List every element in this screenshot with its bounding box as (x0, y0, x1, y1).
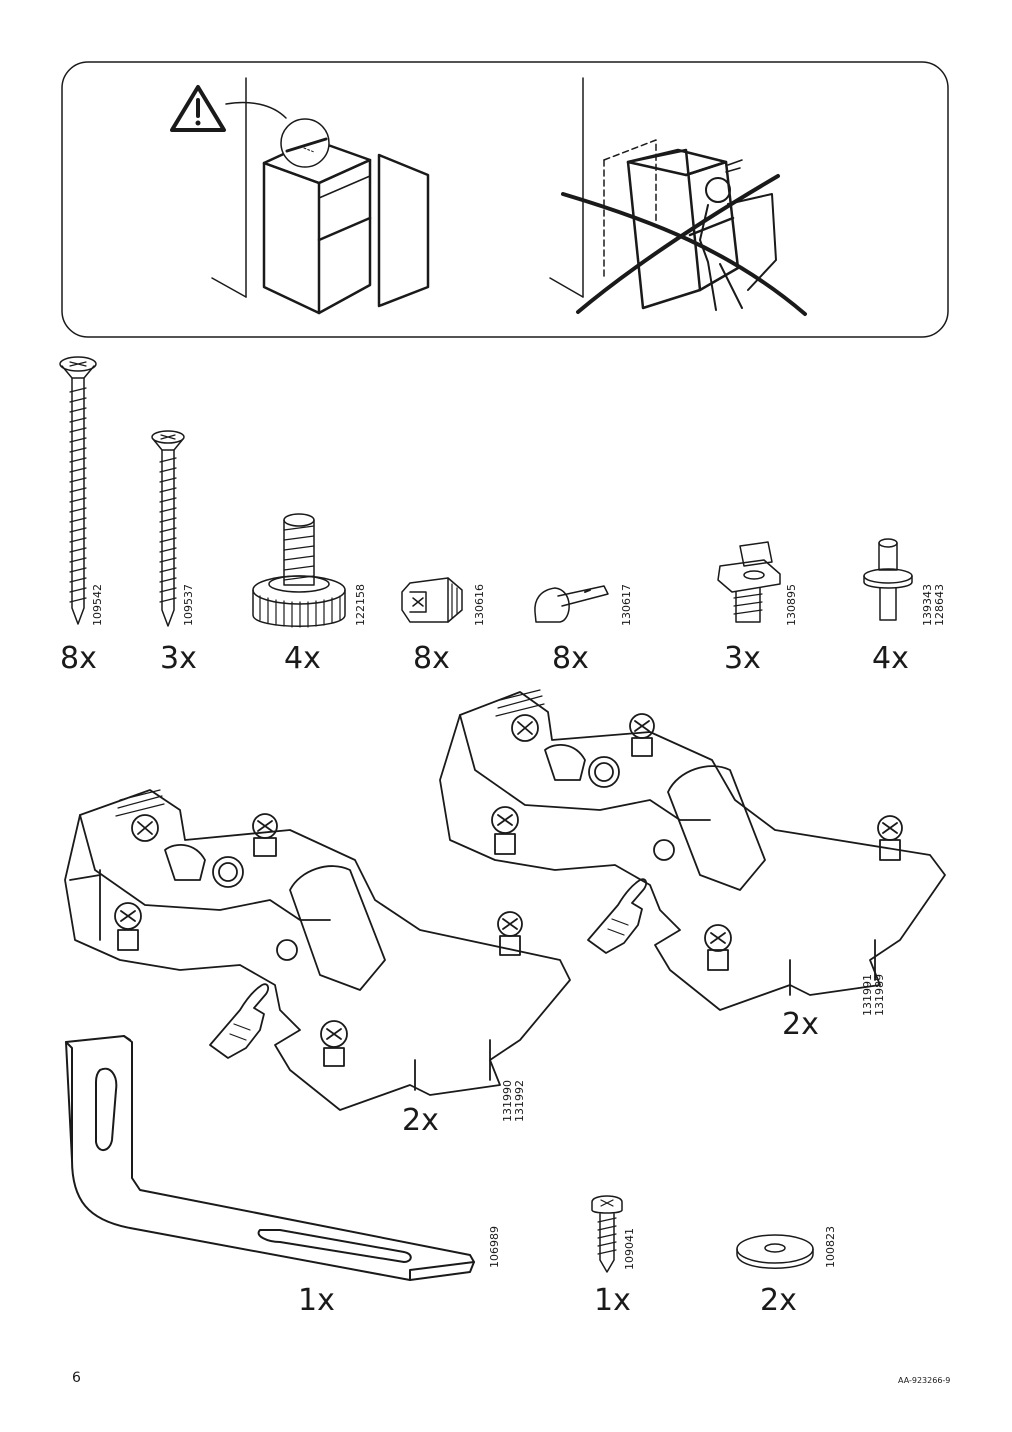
quantity-label: 2x (760, 1283, 797, 1318)
cabinet-correct-illustration (211, 77, 430, 315)
part-number: 139343 128643 (921, 584, 946, 626)
quantity-label: 3x (160, 641, 197, 676)
long-screw-icon (59, 356, 97, 625)
part-number: 131990 131992 (501, 1080, 526, 1122)
cabinet-tipping-illustration (549, 77, 807, 316)
cam-lock-icon (401, 577, 463, 623)
hinge-left-illustration (64, 789, 571, 1111)
cam-pin-icon (534, 585, 609, 623)
shelf-support-icon (717, 541, 781, 623)
small-screw-icon (591, 1195, 623, 1273)
screw-icon (151, 430, 185, 627)
angle-bracket-icon (65, 1035, 475, 1281)
shelf-pin-icon (863, 538, 913, 621)
quantity-label: 1x (594, 1283, 631, 1318)
part-number: 100823 (824, 1226, 837, 1268)
part-number: 131991 131989 (861, 974, 886, 1016)
quantity-label: 2x (782, 1007, 819, 1042)
part-number: 122158 (354, 584, 367, 626)
washer-icon (736, 1234, 814, 1269)
part-number: 106989 (488, 1226, 501, 1268)
part-number: 130617 (620, 584, 633, 626)
part-number: 109542 (91, 584, 104, 626)
quantity-label: 8x (60, 641, 97, 676)
pointing-hand-icon (587, 878, 647, 954)
quantity-label: 3x (724, 641, 761, 676)
part-number: 109537 (182, 584, 195, 626)
warning-panel (61, 61, 949, 338)
page-number: 6 (72, 1370, 81, 1386)
adjustable-foot-icon (252, 513, 346, 628)
quantity-label: 8x (552, 641, 589, 676)
quantity-label: 4x (284, 641, 321, 676)
hinge-right-illustration (439, 689, 946, 1011)
pointing-hand-icon (209, 983, 269, 1059)
quantity-label: 8x (413, 641, 450, 676)
quantity-label: 1x (298, 1283, 335, 1318)
part-number: 130895 (785, 584, 798, 626)
part-number: 109041 (623, 1228, 636, 1270)
part-number: 130616 (473, 584, 486, 626)
quantity-label: 4x (872, 641, 909, 676)
warning-triangle-icon (170, 85, 287, 132)
document-code: AA-923266-9 (898, 1376, 951, 1385)
quantity-label: 2x (402, 1103, 439, 1138)
